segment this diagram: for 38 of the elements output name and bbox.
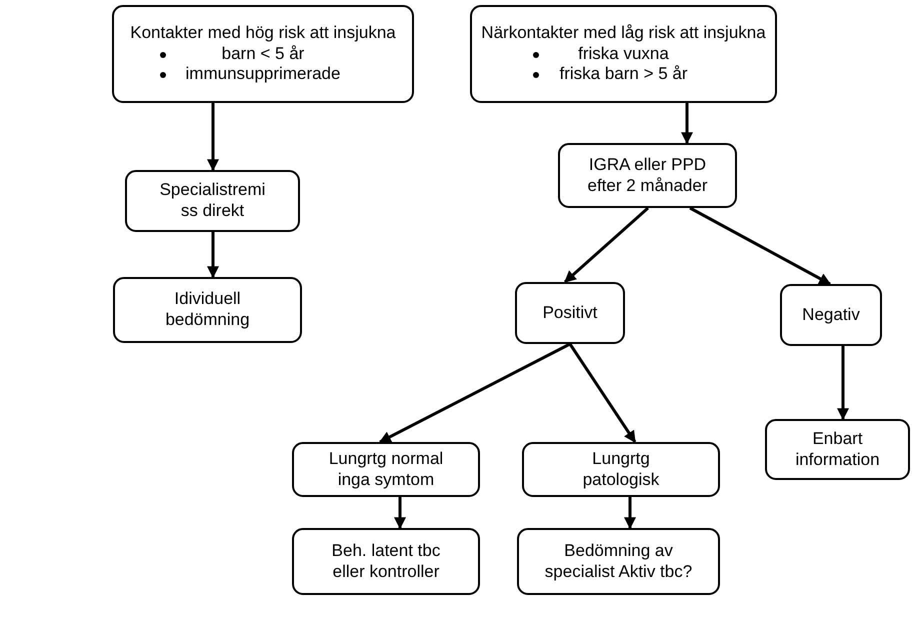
node-title: Positivt <box>542 302 598 324</box>
node-title: Kontakter med hög risk att insjukna <box>130 22 396 44</box>
arrow <box>207 232 219 278</box>
arrow <box>564 206 649 284</box>
node-title: Enbart information <box>794 428 881 470</box>
list-item: barn < 5 år <box>222 44 304 63</box>
node-title: Negativ <box>802 304 860 326</box>
node-title: Idividuell bedömning <box>164 289 251 331</box>
process-box <box>522 442 720 497</box>
arrow <box>207 103 219 172</box>
arrow <box>378 342 571 444</box>
arrow <box>689 206 832 286</box>
node-title: Bedömning av specialist Aktiv tbc? <box>544 540 694 582</box>
process-box <box>780 284 882 346</box>
list-item: friska vuxna <box>578 44 669 63</box>
process-box <box>112 5 414 103</box>
arrow <box>568 343 636 443</box>
process-box <box>765 419 910 480</box>
arrow <box>624 497 636 530</box>
node-title: Närkontakter med låg risk att insjukna <box>481 22 766 44</box>
node-title: Lungrtg patologisk <box>582 448 660 490</box>
node-title: Lungrtg normal inga symtom <box>328 448 444 490</box>
process-box <box>517 528 720 595</box>
process-box <box>292 528 480 595</box>
node-title: Specialistremi ss direkt <box>158 180 266 222</box>
list-item: friska barn > 5 år <box>559 64 688 84</box>
process-box <box>515 282 625 344</box>
process-box <box>558 143 737 208</box>
process-box <box>292 442 480 497</box>
arrow <box>394 497 406 530</box>
list-item: immunsupprimerade <box>186 64 340 84</box>
arrow <box>681 103 693 144</box>
process-box <box>125 170 300 232</box>
process-box <box>113 277 302 343</box>
node-title: IGRA eller PPD efter 2 månader <box>586 154 708 196</box>
process-box <box>470 5 777 103</box>
arrow <box>837 346 849 420</box>
node-title: Beh. latent tbc eller kontroller <box>330 540 442 582</box>
